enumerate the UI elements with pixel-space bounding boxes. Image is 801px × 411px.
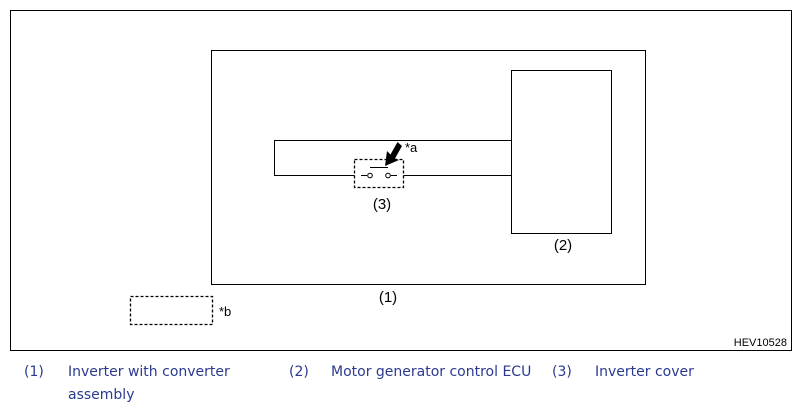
wiring-diagram: *a (3) (2) (1) *b HEV10528 (10, 10, 792, 351)
legend-num-2: (2) (289, 364, 309, 380)
legend: (1) Inverter with converter assembly (2)… (0, 361, 801, 411)
inverter-cover-area (353, 158, 405, 189)
switch-contact-right (385, 172, 391, 179)
legend-text-2: Motor generator control ECU (331, 364, 532, 380)
callout-2: (2) (554, 237, 572, 254)
reference-dashed-box (129, 295, 214, 326)
pointer-arrow-icon (385, 142, 402, 166)
mark-a-label: *a (405, 140, 418, 155)
figure-frame (10, 10, 792, 351)
inverter-assembly-box (211, 50, 646, 285)
callout-1: (1) (379, 289, 397, 306)
legend-text-3: Inverter cover (595, 364, 694, 380)
mark-b-label: *b (219, 304, 231, 319)
switch-contact-left (367, 172, 373, 179)
legend-num-3: (3) (552, 364, 572, 380)
figure-code: HEV10528 (734, 337, 787, 349)
callout-3: (3) (373, 196, 391, 213)
legend-num-1: (1) (24, 364, 44, 380)
ecu-box (511, 70, 612, 234)
legend-text-1-line2: assembly (68, 387, 135, 403)
legend-text-1: Inverter with converter (68, 364, 230, 380)
